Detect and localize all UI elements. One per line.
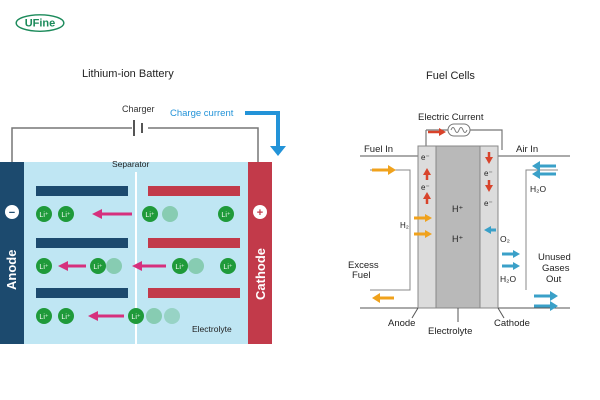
h2-label: H₂	[400, 221, 409, 230]
excess-fuel-line1: Excess	[348, 260, 379, 271]
unused-gases-line3: Out	[546, 274, 562, 285]
charge-current-arrowhead	[270, 146, 286, 156]
unused-gases-line1: Unused	[538, 252, 571, 263]
svg-text:e⁻: e⁻	[484, 199, 493, 208]
anode-layer-1	[36, 186, 128, 196]
cathode-label: Cathode	[253, 248, 268, 300]
lithium-ion-diagram: Charger Charge current Separator Anode −…	[0, 104, 286, 344]
anode-layer-2	[36, 238, 128, 248]
lithium-title: Lithium-ion Battery	[82, 68, 174, 80]
svg-text:Li⁺: Li⁺	[223, 264, 232, 271]
cathode-layer-3	[148, 288, 240, 298]
anode-label: Anode	[4, 250, 19, 290]
svg-text:Li⁺: Li⁺	[175, 264, 184, 271]
cathode-bar	[248, 162, 272, 344]
ufine-logo: UFine	[15, 14, 65, 32]
fc-cathode	[479, 145, 499, 309]
ion-row-3: Li⁺ Li⁺ Li⁺	[36, 308, 180, 324]
svg-text:Li⁺: Li⁺	[131, 314, 140, 321]
svg-text:Li⁺: Li⁺	[61, 212, 70, 219]
o2-label: O₂	[500, 234, 510, 244]
unused-gases-line2: Gases	[542, 263, 570, 274]
logo-text: UFine	[25, 18, 56, 30]
fc-anode-label: Anode	[388, 318, 415, 329]
svg-text:e⁻: e⁻	[484, 169, 493, 178]
anode-layer-3	[36, 288, 128, 298]
fuel-cells-title: Fuel Cells	[426, 70, 475, 82]
air-in-label: Air In	[516, 144, 538, 155]
svg-text:Li⁺: Li⁺	[39, 212, 48, 219]
svg-text:Li⁺: Li⁺	[221, 212, 230, 219]
electric-current-label: Electric Current	[418, 112, 484, 123]
svg-text:Li⁺: Li⁺	[61, 314, 70, 321]
svg-text:e⁻: e⁻	[421, 183, 430, 192]
h-plus-2: H⁺	[452, 234, 463, 244]
charge-current-arrow	[245, 111, 280, 146]
charger-wire-right	[148, 127, 259, 162]
cathode-layer-2	[148, 238, 240, 248]
h2o-bottom-label: H₂O	[500, 274, 516, 284]
fuel-in-label: Fuel In	[364, 144, 393, 155]
svg-text:e⁻: e⁻	[421, 153, 430, 162]
fuel-cell-diagram: Electric Current Fuel In Air In Excess F…	[348, 112, 571, 337]
fc-electrolyte-label: Electrolyte	[428, 326, 472, 337]
ion-row-1: Li⁺ Li⁺ Li⁺ Li⁺	[36, 206, 234, 222]
cathode-sign: +	[257, 207, 263, 219]
excess-fuel-line2: Fuel	[352, 270, 370, 281]
charger-wire-left	[11, 127, 132, 162]
anode-bar	[0, 162, 24, 344]
anode-sign: −	[9, 207, 15, 219]
svg-text:Li⁺: Li⁺	[39, 264, 48, 271]
svg-text:Li⁺: Li⁺	[39, 314, 48, 321]
ion-row-2: Li⁺ Li⁺ Li⁺ Li⁺	[36, 258, 236, 274]
electrolyte-label: Electrolyte	[192, 324, 232, 334]
anode-sign-circle	[5, 205, 19, 219]
cathode-layer-1	[148, 186, 240, 196]
h-plus-1: H⁺	[452, 204, 463, 214]
svg-text:Li⁺: Li⁺	[93, 264, 102, 271]
h2o-top-label: H₂O	[530, 184, 546, 194]
separator-label: Separator	[112, 159, 149, 169]
svg-text:Li⁺: Li⁺	[145, 212, 154, 219]
cathode-sign-circle	[253, 205, 267, 219]
charger-label: Charger	[122, 104, 155, 114]
charge-current-label: Charge current	[170, 108, 234, 119]
fc-electrolyte	[435, 145, 481, 309]
fc-cathode-label: Cathode	[494, 318, 530, 329]
